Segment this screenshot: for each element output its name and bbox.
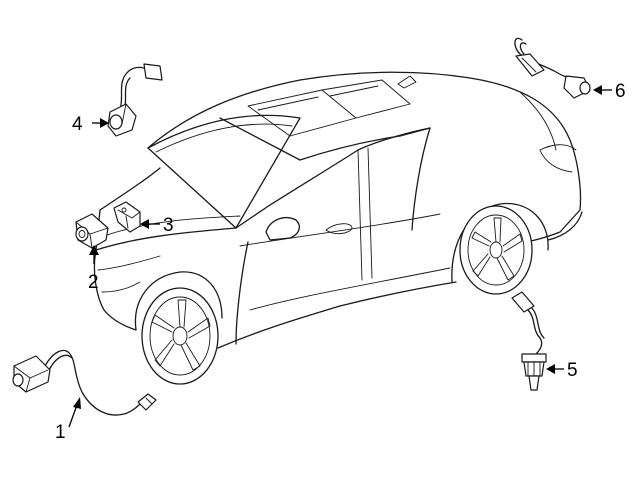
callout-4: 4: [72, 114, 109, 135]
callout-number-6: 6: [615, 81, 626, 102]
callout-6: 6: [593, 81, 626, 102]
callout-number-2: 2: [88, 272, 99, 293]
sunroof-front: [247, 89, 357, 137]
callout-2: 2: [88, 245, 99, 293]
sensor-part-2: [75, 213, 109, 249]
callout-number-1: 1: [55, 422, 66, 443]
callout-5: 5: [546, 360, 578, 381]
vehicle-outline: [93, 71, 583, 349]
callout-number-3: 3: [163, 215, 174, 236]
sensor-part-3: [113, 201, 141, 233]
callout-3: 3: [140, 215, 174, 236]
sensor-part-1: [12, 349, 157, 416]
sensor-part-6: [514, 37, 591, 99]
callout-number-4: 4: [72, 114, 83, 135]
rear-wheel: [459, 205, 533, 295]
sensor-part-5: [511, 291, 547, 391]
callout-number-5: 5: [567, 360, 578, 381]
side-mirror: [265, 217, 301, 241]
front-wheel: [141, 287, 219, 385]
callout-1: 1: [55, 397, 81, 443]
sensor-part-4: [107, 63, 163, 137]
